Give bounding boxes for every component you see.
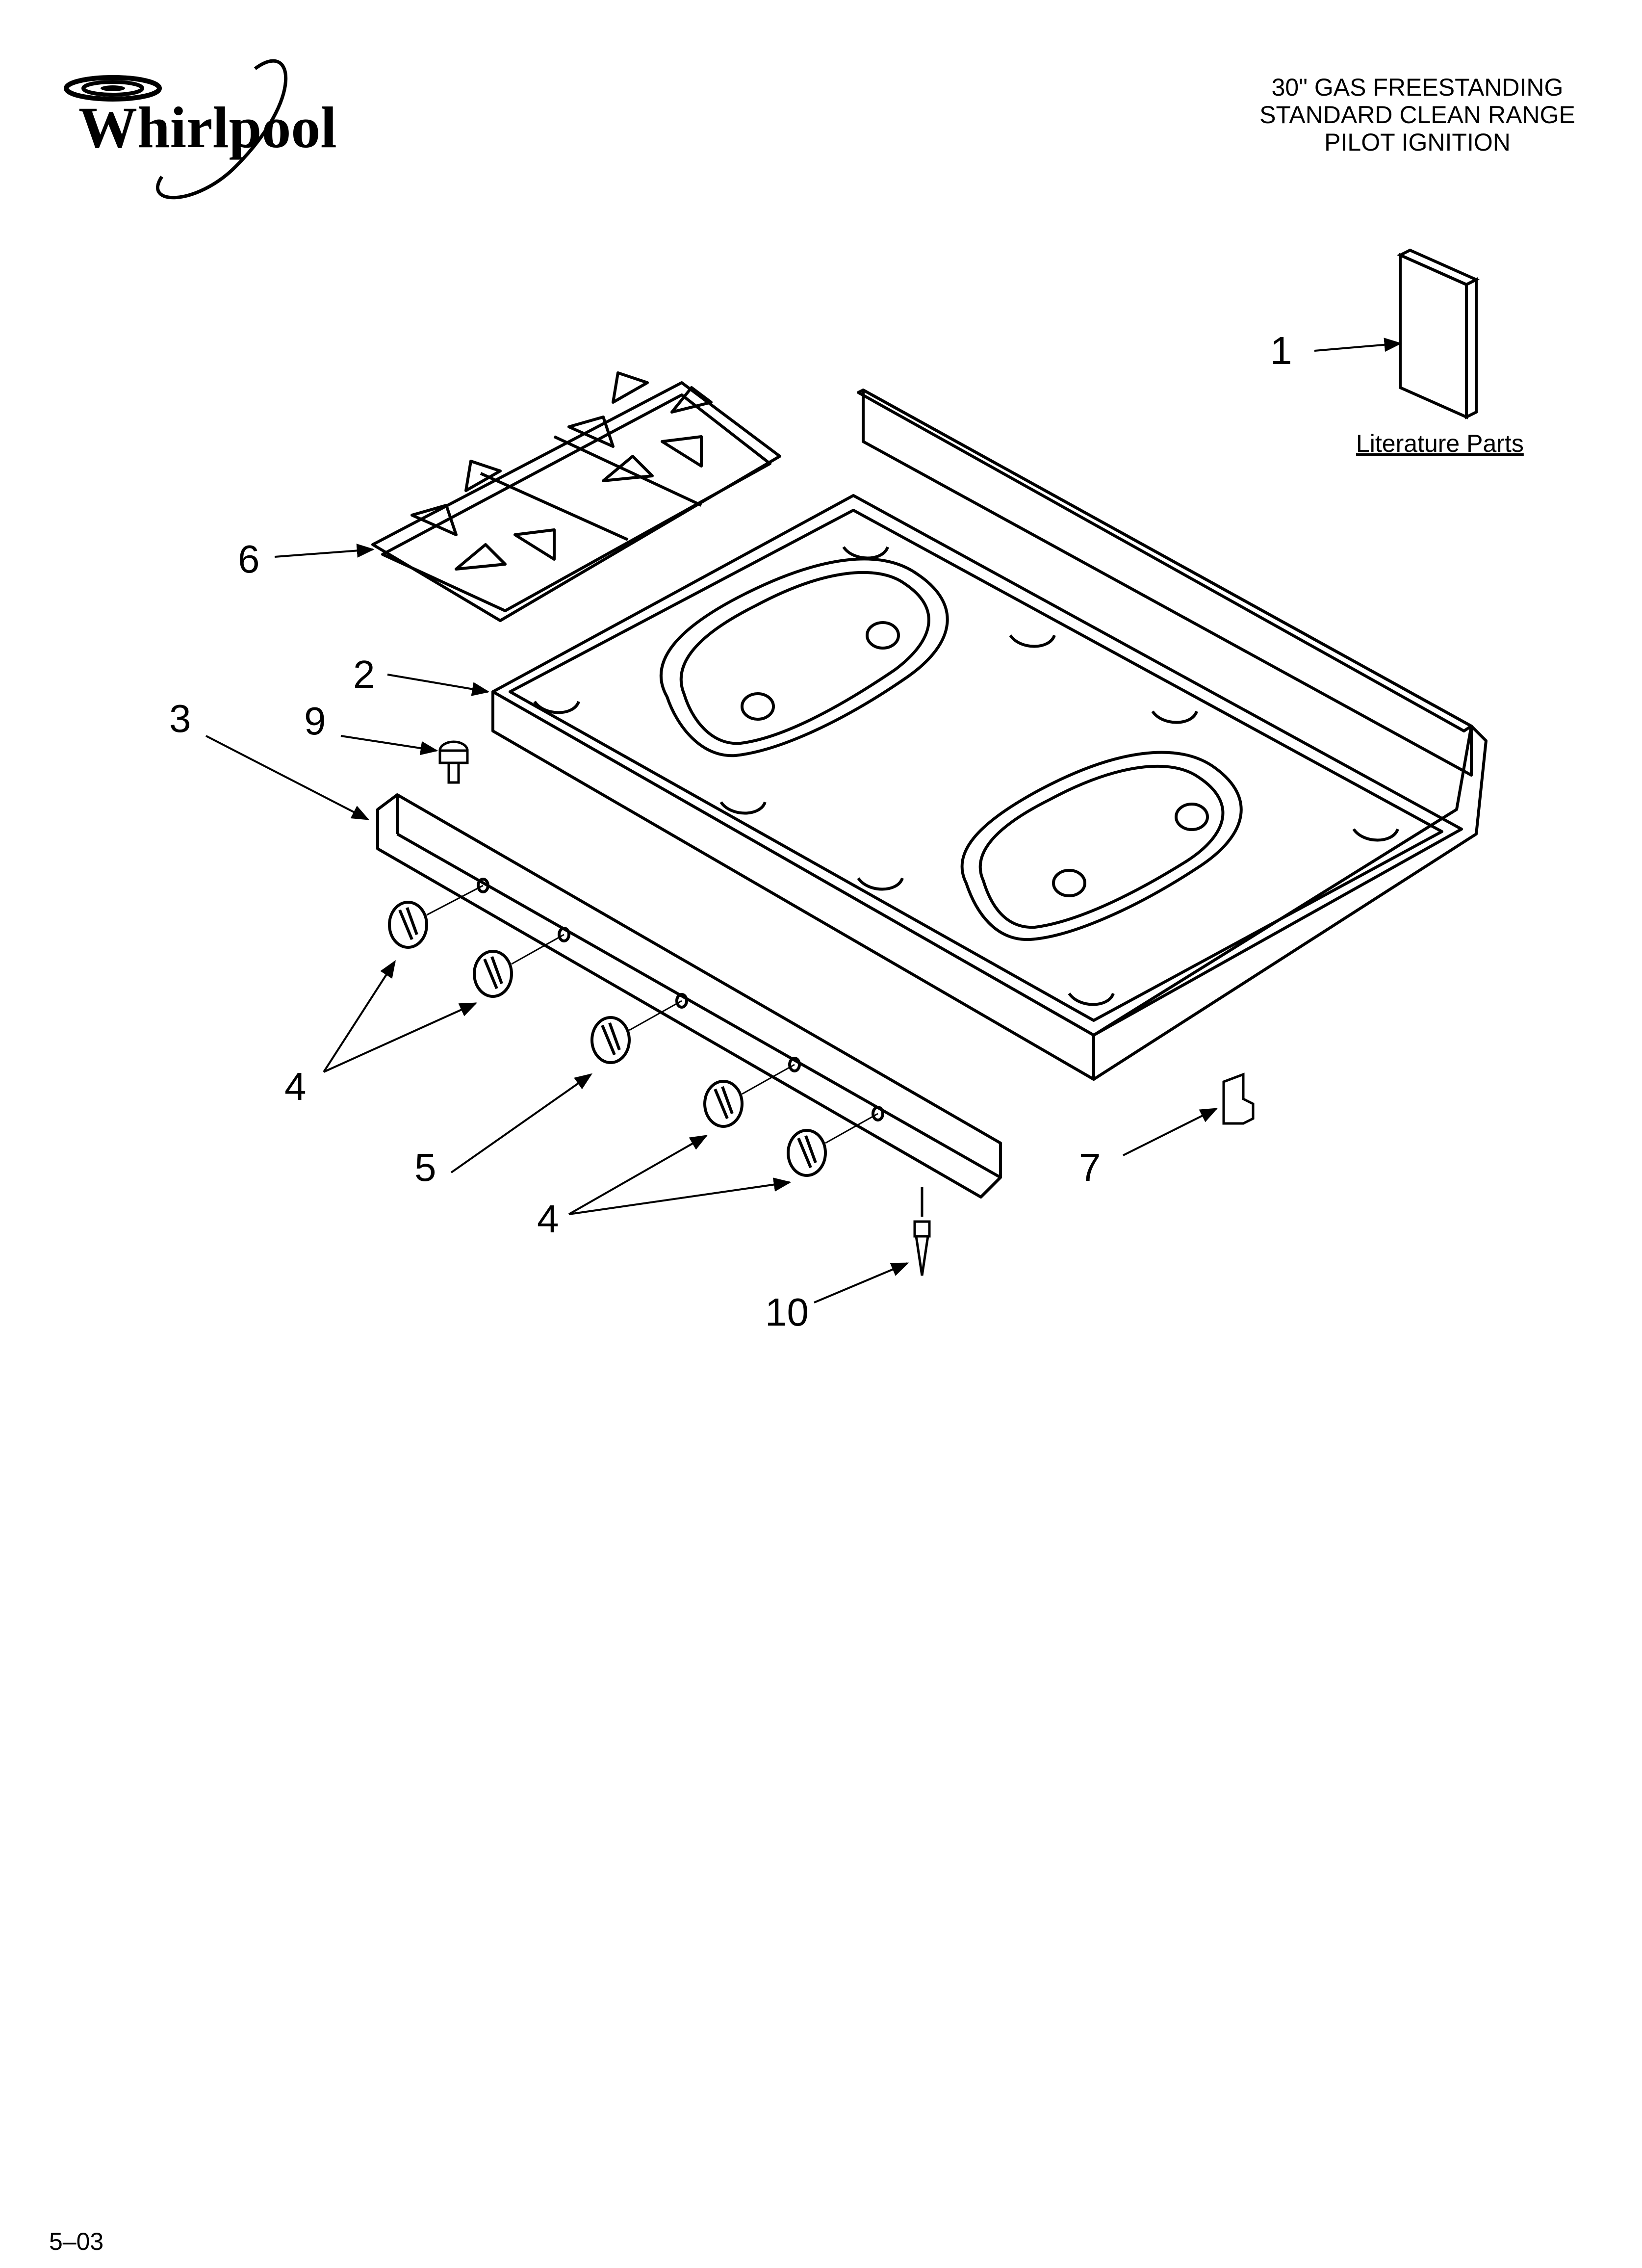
clip-7: [1222, 1072, 1255, 1125]
burner-grate: [371, 371, 781, 622]
knob-5: [787, 1129, 827, 1177]
callout-5: 5: [414, 1146, 436, 1189]
callout-6: 6: [238, 537, 260, 581]
callout-9: 9: [304, 699, 326, 743]
title-line-1: 30" GAS FREESTANDING: [1271, 74, 1564, 101]
control-knobs: [388, 885, 878, 1177]
callout-1: 1: [1270, 329, 1292, 372]
literature-parts-label: Literature Parts: [1356, 430, 1524, 457]
literature-booklet: [1396, 248, 1480, 419]
screw-10: [913, 1187, 931, 1276]
title-line-2: STANDARD CLEAN RANGE: [1259, 101, 1575, 129]
callout-4b: 4: [537, 1197, 559, 1241]
title-line-3: PILOT IGNITION: [1324, 129, 1511, 156]
footer-code: 5–03: [49, 2228, 104, 2255]
svg-text:Whirlpool: Whirlpool: [78, 95, 337, 160]
callout-4a: 4: [284, 1065, 307, 1108]
leader-lines: [205, 338, 1402, 1303]
knob-2: [473, 950, 513, 998]
cooktop: [491, 389, 1488, 1081]
control-panel: [376, 793, 1002, 1199]
callout-7: 7: [1079, 1146, 1101, 1189]
callout-10: 10: [765, 1290, 809, 1334]
knob-4: [703, 1080, 744, 1128]
callout-2: 2: [353, 652, 375, 696]
whirlpool-logo: Whirlpool: [64, 59, 337, 200]
screw-9: [438, 740, 469, 784]
knob-3: [590, 1016, 631, 1064]
title-block: 30" GAS FREESTANDING STANDARD CLEAN RANG…: [1197, 74, 1638, 156]
callout-3: 3: [169, 697, 191, 740]
knob-1: [388, 901, 428, 949]
